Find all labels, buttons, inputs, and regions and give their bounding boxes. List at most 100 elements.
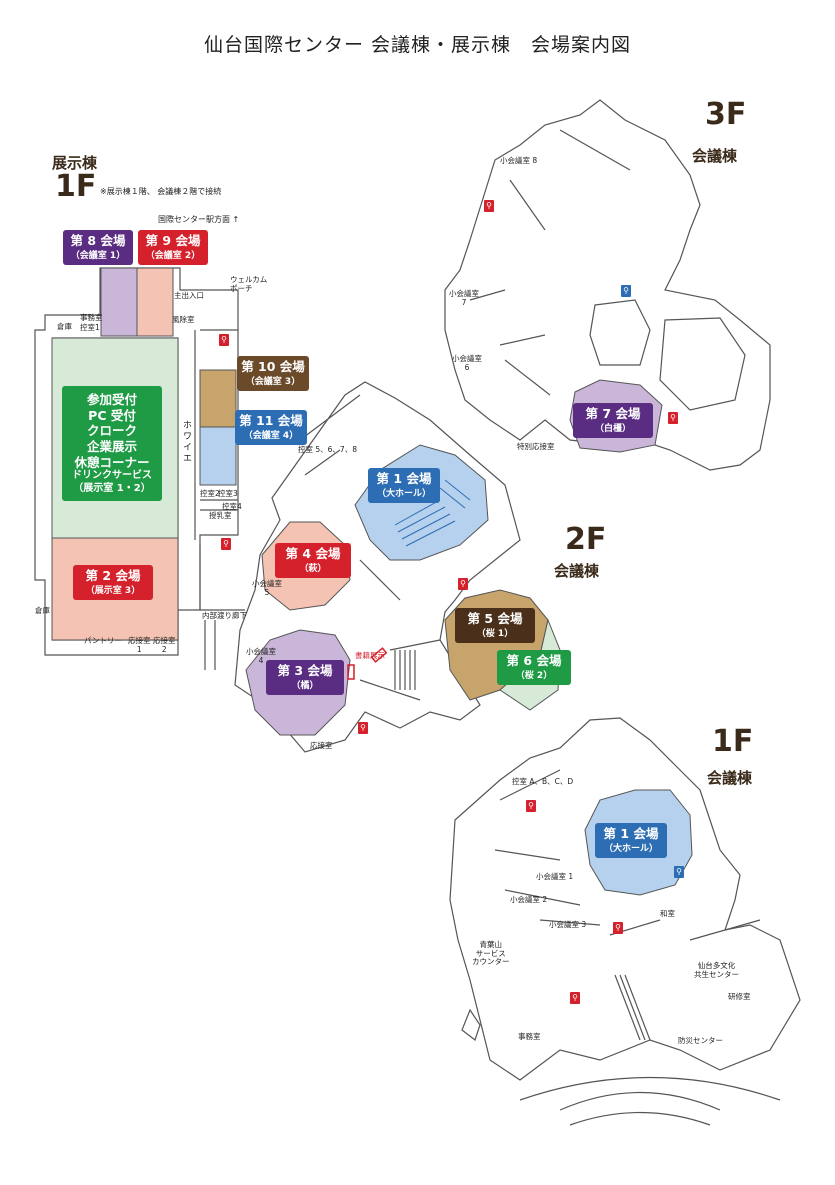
windbreak-label: 風除室: [172, 315, 195, 324]
reception-room-1-label: 応接室 1: [128, 636, 151, 654]
restroom-icon-1f-d: ⚲: [570, 992, 580, 1004]
venue-5-badge[interactable]: 第 5 会場 （桜 1）: [455, 608, 535, 644]
small-room-5-label: 小会議室 5: [252, 579, 282, 597]
venue-6-sub: （桜 2）: [515, 670, 553, 681]
venue-3-sub: （橘）: [291, 680, 319, 691]
reception-line-5: 休憩コーナー: [74, 454, 150, 470]
venue-1-2f-badge[interactable]: 第 1 会場 （大ホール）: [368, 468, 440, 504]
conference-2f-outline: [234, 381, 521, 753]
venue-4-sub: （萩）: [299, 563, 327, 574]
venue-7-badge[interactable]: 第 7 会場 （白橿）: [573, 403, 653, 439]
reception-line-2: PC 受付: [88, 407, 136, 423]
room-v9-fill: [136, 267, 174, 337]
venue-6-badge[interactable]: 第 6 会場 （桜 2）: [497, 650, 571, 686]
restroom-icon-1f-c: ⚲: [613, 922, 623, 934]
venue-9-name: 第 9 会場: [145, 233, 201, 248]
room-v11-fill: [199, 426, 237, 486]
conference-1f-outline: [449, 717, 801, 1081]
venue-9-badge[interactable]: 第 9 会場 （会議室 2）: [138, 230, 208, 266]
disaster-center-label: 防災センター: [678, 1036, 723, 1045]
special-reception-label: 特別応接室: [517, 442, 555, 451]
venue-10-sub: （会議室 3）: [245, 376, 301, 387]
venue-1-1f-name: 第 1 会場: [603, 826, 659, 841]
reception-room-2-label: 応接室 2: [153, 636, 176, 654]
controls-5678-label: 控室 5、6、7、8: [298, 445, 357, 454]
venue-2-sub: （展示室 3）: [85, 585, 141, 596]
multicultural-center-label: 仙台多文化 共生センター: [694, 961, 739, 979]
small-room-3-label: 小会議室 3: [549, 920, 587, 929]
exhibition-building-label: 展示棟: [52, 154, 98, 172]
main-entrance-label: 主出入口: [174, 291, 204, 300]
venue-7-sub: （白橿）: [594, 423, 631, 434]
small-room-6-label: 小会議室 6: [452, 354, 482, 372]
control4-label: 控室4: [222, 502, 242, 511]
venue-10-badge[interactable]: 第 10 会場 （会議室 3）: [237, 356, 309, 392]
restroom-icon-2: ⚲: [221, 538, 231, 550]
reception-line-3: クローク: [86, 423, 137, 439]
venue-7-name: 第 7 会場: [585, 406, 641, 421]
venue-11-badge[interactable]: 第 11 会場 （会議室 4）: [235, 410, 307, 446]
reception-line-1: 参加受付: [86, 392, 137, 407]
floor-2f-label: 2F: [565, 522, 607, 557]
restroom-icon-2f-a: ⚲: [458, 578, 468, 590]
exhibition-floor-label: 1F: [55, 169, 97, 204]
venue-8-sub: （会議室 1）: [70, 250, 126, 261]
venue-5-sub: （桜 1）: [476, 628, 514, 639]
venue-3-name: 第 3 会場: [277, 663, 333, 678]
restroom-icon-3f-b: ⚲: [621, 285, 631, 297]
station-direction: 国際センター駅方面 ↑: [158, 215, 240, 224]
room-v8-fill: [100, 267, 138, 337]
reception-block[interactable]: 参加受付 PC 受付 クローク 企業展示 休憩コーナー ドリンクサービス （展示…: [62, 386, 162, 502]
corridor-label: 内部渡り廊下: [202, 611, 247, 620]
restroom-icon-1f-b: ⚲: [674, 866, 684, 878]
venue-1-2f-name: 第 1 会場: [376, 471, 432, 486]
venue-6-name: 第 6 会場: [506, 653, 562, 668]
reception-line-7: （展示室 1・2）: [73, 482, 151, 494]
restroom-icon-3f-c: ⚲: [668, 412, 678, 424]
control2-label: 控室2: [200, 489, 220, 498]
small-room-4-label: 小会議室 4: [246, 647, 276, 665]
office-1f-label: 事務室: [518, 1032, 541, 1041]
conference-3f-outline: [444, 99, 771, 471]
japanese-room-label: 和室: [660, 909, 675, 918]
venue-1-1f-sub: （大ホール）: [603, 843, 658, 854]
training-room-label: 研修室: [728, 992, 751, 1001]
control1-label: 控室1: [80, 323, 100, 332]
room-v10-fill: [199, 369, 237, 428]
welcome-porch-label: ウェルカム ポーチ: [230, 275, 268, 293]
venue-1-1f-badge[interactable]: 第 1 会場 （大ホール）: [595, 823, 667, 859]
venue-10-name: 第 10 会場: [241, 359, 305, 374]
conference-2f-building-label: 会議棟: [554, 562, 600, 580]
nursing-room-label: 授乳室: [209, 511, 232, 520]
venue-2-name: 第 2 会場: [85, 568, 141, 583]
venue-3-badge[interactable]: 第 3 会場 （橘）: [266, 660, 344, 696]
reception-line-4: 企業展示: [86, 438, 137, 454]
restroom-icon-1f-a: ⚲: [526, 800, 536, 812]
page-title: 仙台国際センター 会議棟・展示棟 会場案内図: [203, 34, 632, 56]
venue-4-badge[interactable]: 第 4 会場 （萩）: [275, 543, 351, 579]
small-room-2-label: 小会議室 2: [510, 895, 548, 904]
venue-11-name: 第 11 会場: [239, 413, 303, 428]
book-display-shelf-2: [370, 647, 388, 663]
small-room-1-label: 小会議室 1: [536, 872, 574, 881]
control3-label: 控室3: [218, 489, 238, 498]
book-display-label: 書籍展示: [355, 651, 385, 660]
venue-8-badge[interactable]: 第 8 会場 （会議室 1）: [63, 230, 133, 266]
conference-3f-building-label: 会議棟: [692, 147, 738, 165]
floor-1f-label: 1F: [712, 724, 754, 759]
controls-abcd-label: 控室 A、B、C、D: [512, 777, 574, 786]
conference-1f-building-label: 会議棟: [707, 769, 753, 787]
venue-2-badge[interactable]: 第 2 会場 （展示室 3）: [73, 565, 153, 601]
office-label: 事務室: [80, 313, 103, 322]
storage-label-top: 倉庫: [57, 322, 72, 331]
restroom-icon-2f-b: ⚲: [358, 722, 368, 734]
pantry-label: パントリー: [84, 636, 122, 645]
venue-8-name: 第 8 会場: [70, 233, 126, 248]
restroom-icon: ⚲: [219, 334, 229, 346]
venue-1-2f-sub: （大ホール）: [376, 488, 431, 499]
book-display-shelf: [347, 664, 355, 680]
venue-11-sub: （会議室 4）: [243, 430, 299, 441]
reception-line-6: ドリンクサービス: [72, 470, 152, 482]
reception-room-2f-label: 応接室: [310, 741, 333, 750]
floor-3f-label: 3F: [705, 97, 747, 132]
